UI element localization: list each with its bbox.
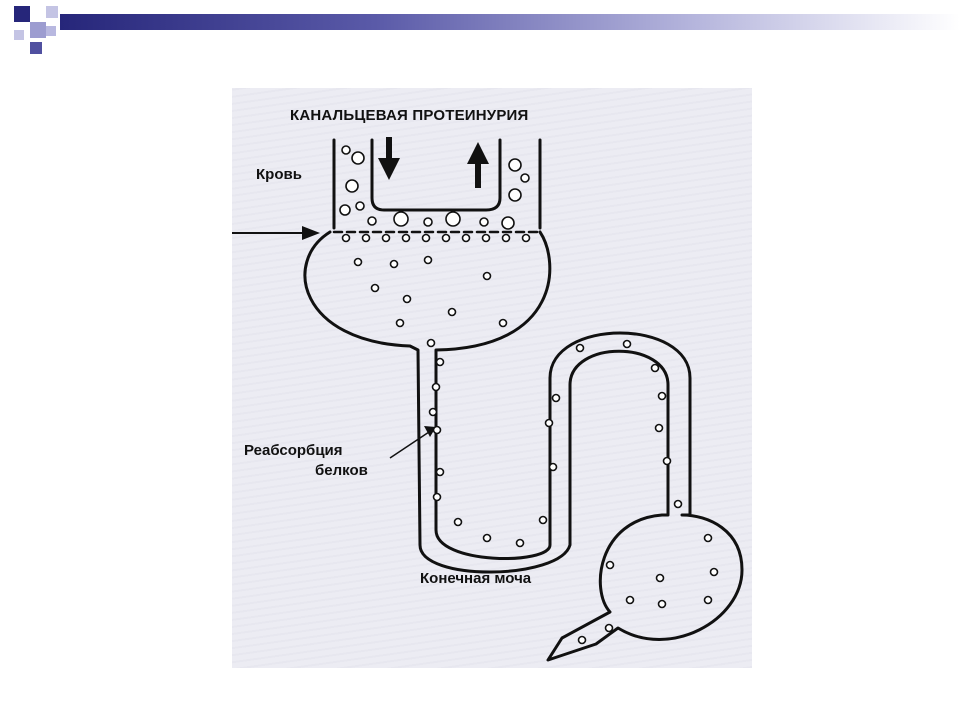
protein-molecules	[339, 145, 719, 645]
final-urine-label: Конечная моча	[420, 570, 532, 587]
reabsorption-label-line1: Реабсорбция	[244, 442, 343, 459]
corner-square-dark	[30, 42, 42, 54]
capillary-inner-loop	[370, 138, 502, 212]
corner-square-dark	[14, 6, 30, 22]
right-arrow-icon	[232, 226, 320, 240]
up-arrow-icon	[467, 142, 489, 188]
down-arrow-icon	[378, 137, 400, 180]
nephron-outline	[303, 230, 744, 662]
corner-square-light	[14, 30, 24, 40]
corner-square-light	[30, 22, 46, 38]
blood-label: Кровь	[256, 166, 302, 183]
header-gradient-bar	[60, 14, 960, 30]
reabsorption-label-line2: белков	[315, 462, 368, 479]
diagram-title: КАНАЛЬЦЕВАЯ ПРОТЕИНУРИЯ	[290, 107, 529, 124]
pointer-arrow-icon	[389, 426, 436, 459]
corner-square-light	[46, 26, 56, 36]
corner-square-light	[46, 6, 58, 18]
